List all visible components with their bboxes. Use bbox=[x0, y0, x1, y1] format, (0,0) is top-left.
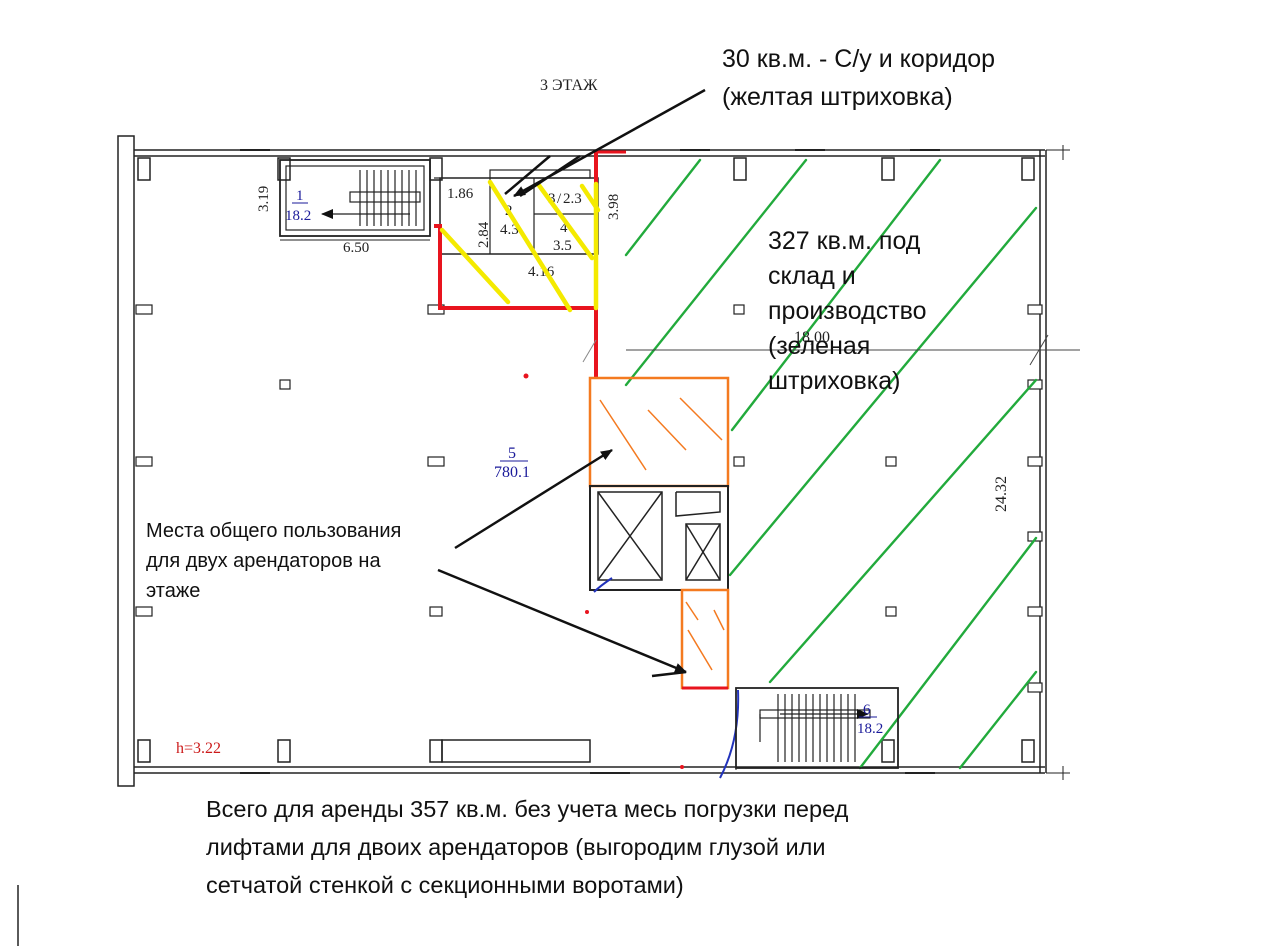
corridor-leader bbox=[582, 339, 597, 363]
dim-stair-width: 6.50 bbox=[343, 240, 369, 256]
common-area-lower bbox=[680, 588, 730, 690]
stairwell-6 bbox=[735, 687, 899, 769]
room-1-number: 1 bbox=[296, 188, 304, 204]
arrow-to-common-lower-tail bbox=[651, 670, 687, 678]
common-area-lower-hatch bbox=[685, 601, 725, 671]
columns bbox=[137, 157, 1035, 763]
room-4-area: 3.5 bbox=[553, 238, 572, 254]
elevator-shaft bbox=[589, 485, 729, 591]
annotation-total: Всего для аренды 357 кв.м. без учета мес… bbox=[206, 796, 849, 898]
room-5-area: 780.1 bbox=[494, 464, 530, 481]
bottom-partition bbox=[441, 739, 591, 763]
stair-6-door-arc bbox=[719, 689, 740, 779]
arrow-to-wc-hook-2 bbox=[519, 154, 581, 198]
red-marker-1 bbox=[523, 373, 529, 379]
annotation-toilet-corridor: 30 кв.м. - С/у и коридор (желтая штрихов… bbox=[722, 45, 996, 111]
dim-wc-total-height: 3.98 bbox=[606, 194, 622, 220]
room-3-separator: / bbox=[557, 191, 562, 207]
common-area-upper-hatch bbox=[599, 397, 723, 471]
room-1-area: 18.2 bbox=[285, 208, 311, 224]
axis-tick bbox=[1029, 334, 1049, 366]
wc-block bbox=[434, 169, 599, 255]
floor-title: 3 ЭТАЖ bbox=[540, 77, 598, 94]
room-3-number: 3 bbox=[548, 191, 556, 207]
yellow-hatch bbox=[439, 179, 601, 313]
annotation-common-areas: Места общего пользования для двух аренда… bbox=[146, 520, 402, 602]
dim-stair-depth: 3.19 bbox=[256, 186, 272, 212]
annotation-warehouse: 327 кв.м. под склад и производство (зеле… bbox=[768, 227, 927, 395]
elevator-door-arc bbox=[593, 577, 613, 593]
left-wall bbox=[117, 135, 135, 787]
green-hatch bbox=[624, 158, 1038, 770]
red-marker-3 bbox=[680, 765, 684, 769]
dim-floor-length: 24.32 bbox=[993, 476, 1010, 512]
outer-walls bbox=[134, 145, 1070, 780]
room-6-number: 6 bbox=[863, 702, 871, 718]
dim-wc-width: 1.86 bbox=[447, 186, 474, 202]
room-2-area: 4.3 bbox=[500, 222, 519, 238]
dim-wc-height: 2.84 bbox=[476, 221, 492, 248]
arrow-to-common-lower bbox=[437, 568, 687, 674]
ceiling-height: h=3.22 bbox=[176, 740, 221, 757]
arrow-to-common-upper bbox=[454, 448, 613, 550]
stairwell-1 bbox=[279, 159, 431, 237]
common-area-upper bbox=[588, 376, 730, 488]
dim-floor-width: 18,00 bbox=[794, 329, 830, 346]
window-ticks bbox=[240, 149, 940, 774]
room-6-area: 18.2 bbox=[857, 721, 883, 737]
arrow-to-wc-hook bbox=[504, 155, 551, 195]
red-marker-2 bbox=[585, 610, 589, 614]
room-4-number: 4 bbox=[560, 220, 568, 236]
room-5-number: 5 bbox=[508, 445, 516, 462]
room-3-area: 2.3 bbox=[563, 191, 582, 207]
